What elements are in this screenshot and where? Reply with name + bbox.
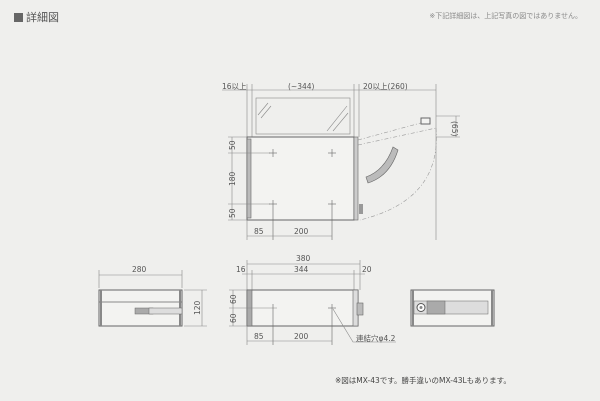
hole-label: 連結穴φ4.2 — [356, 333, 396, 343]
section-title: 詳細図 — [14, 9, 59, 25]
front-view: 280 120 — [98, 265, 207, 327]
side-view: 380 16 344 20 60 60 85 200 連結穴φ4.2 — [229, 254, 396, 345]
dim-side-left: 16 — [236, 265, 246, 274]
dim-v1: 50 — [228, 140, 237, 150]
top-view: 16以上 (~344) 20以上(260) (65) 50 180 50 85 … — [222, 82, 460, 240]
side-button — [356, 302, 364, 316]
dim-v2: 180 — [228, 171, 237, 186]
dim-top-right: 20以上(260) — [363, 82, 408, 91]
dim-v3: 50 — [228, 208, 237, 218]
dim-side-h1: 85 — [254, 332, 264, 341]
dim-side-total: 380 — [296, 254, 311, 263]
top-note: ※下記詳細図は、上記写真の図ではありません。 — [429, 12, 582, 20]
dim-h1: 85 — [254, 227, 264, 236]
lid-handle — [420, 117, 431, 125]
footer-note: ※図はMX-43です。勝手違いのMX-43Lもあります。 — [335, 376, 511, 385]
dim-top-width: (~344) — [288, 82, 315, 91]
window-outline — [255, 97, 351, 135]
square-bullet-icon — [14, 12, 23, 22]
dim-side-v2: 60 — [229, 313, 238, 323]
dim-front-height: 120 — [193, 300, 202, 315]
dim-top-left: 16以上 — [222, 82, 247, 91]
dim-h2: 200 — [294, 227, 309, 236]
dim-side-mid: 344 — [294, 265, 309, 274]
title-text: 詳細図 — [26, 11, 59, 24]
dim-side-right: 20 — [362, 265, 372, 274]
dim-lid: (65) — [450, 121, 459, 136]
dim-side-v1: 60 — [229, 294, 238, 304]
dim-side-h2: 200 — [294, 332, 309, 341]
lid-swing-arc — [357, 120, 437, 221]
back-view — [410, 289, 495, 327]
swing-arrow-icon — [365, 146, 399, 184]
dim-front-width: 280 — [132, 265, 147, 274]
box-body-top — [246, 136, 355, 221]
